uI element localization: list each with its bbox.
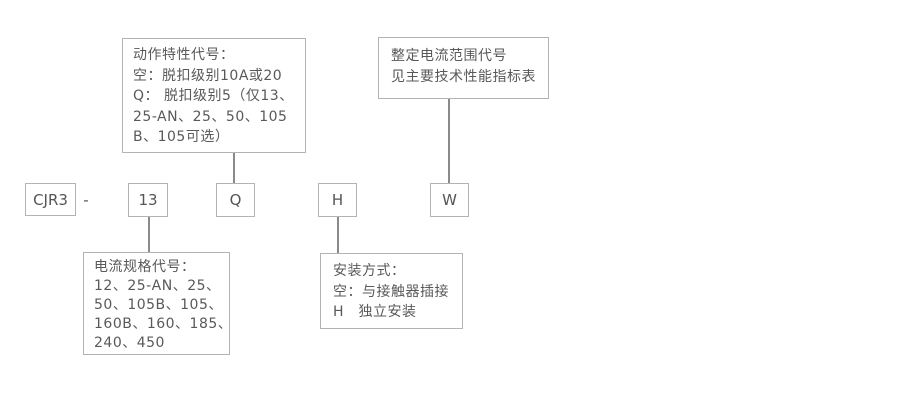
current-spec-code-label: 13 xyxy=(138,191,158,209)
action-characteristic-code-label: Q xyxy=(229,191,242,209)
callout-text-line: H 独立安装 xyxy=(333,304,417,320)
series-prefix-label: CJR3 xyxy=(33,190,68,209)
callout-text-line: 见主要技术性能指标表 xyxy=(391,69,536,85)
code-box-action-characteristic: Q xyxy=(216,183,255,217)
connector-13-to-current-spec xyxy=(148,217,150,252)
code-box-mounting: H xyxy=(318,183,357,217)
callout-text-line: 安装方式： xyxy=(333,263,406,279)
code-box-series-prefix: CJR3 xyxy=(25,183,76,216)
callout-text-line: 50、105B、105、 xyxy=(94,297,223,313)
callout-text-line: 12、25-AN、25、 xyxy=(94,278,221,294)
callout-action-characteristic: 动作特性代号： 空：脱扣级别10A或20 Q： 脱扣级别5（仅13、 25-AN… xyxy=(122,38,306,153)
code-box-current-spec: 13 xyxy=(128,183,168,217)
callout-text-line: 电流规格代号： xyxy=(94,259,196,275)
callout-text-line: Q： 脱扣级别5（仅13、 xyxy=(133,88,294,104)
callout-text-line: 空：脱扣级别10A或20 xyxy=(133,67,283,84)
callout-text-line: 整定电流范围代号 xyxy=(391,48,507,64)
callout-text-line: 动作特性代号： xyxy=(133,47,235,63)
connector-h-to-mounting xyxy=(337,217,339,253)
connector-action-to-q xyxy=(233,153,235,183)
connector-setting-to-w xyxy=(448,99,450,183)
setting-current-range-code-label: W xyxy=(442,191,457,209)
callout-text-line: 160B、160、185、 xyxy=(94,316,233,332)
callout-setting-current-range: 整定电流范围代号 见主要技术性能指标表 xyxy=(378,37,549,99)
callout-mounting-method: 安装方式： 空：与接触器插接 H 独立安装 xyxy=(320,253,463,329)
callout-text-line: 25-AN、25、50、105 xyxy=(133,108,288,125)
code-box-setting-current-range: W xyxy=(430,183,469,217)
callout-text-line: B、105可选） xyxy=(133,129,230,145)
callout-text-line: 空：与接触器插接 xyxy=(333,283,449,300)
code-separator-dash: - xyxy=(83,190,89,209)
mounting-code-label: H xyxy=(331,191,344,209)
callout-current-spec: 电流规格代号： 12、25-AN、25、 50、105B、105、 160B、1… xyxy=(83,252,233,355)
callout-text-line: 240、450 xyxy=(94,335,165,351)
